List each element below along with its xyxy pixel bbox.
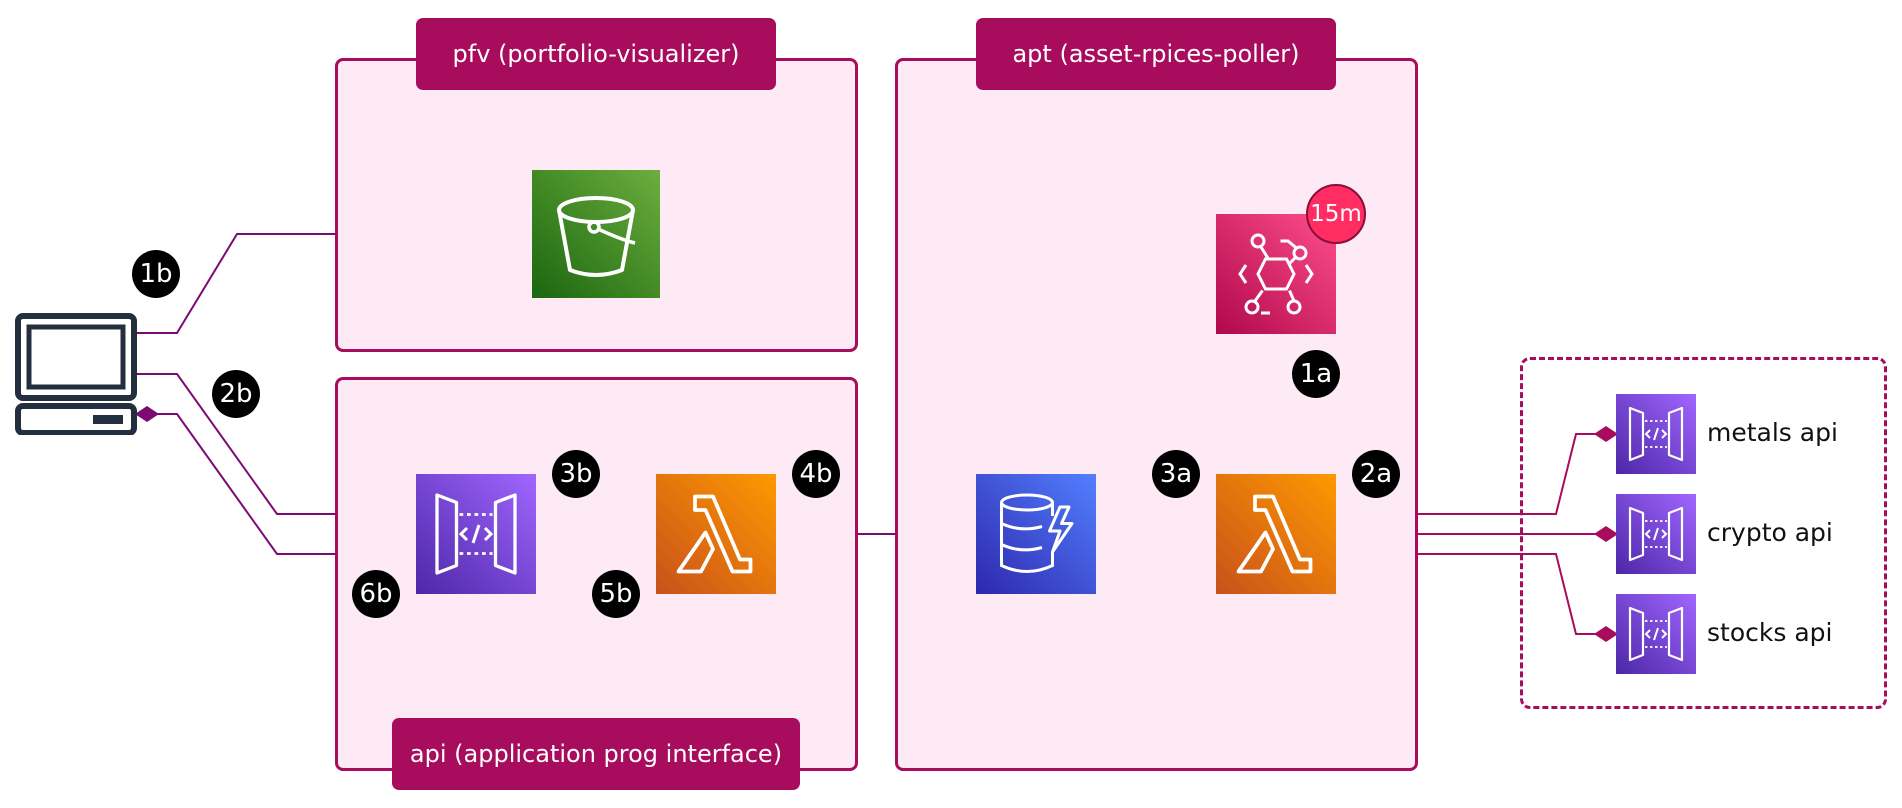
step-badge-5b: 5b — [592, 570, 640, 618]
step-badge-6b: 6b — [352, 570, 400, 618]
step-badge-4b: 4b — [792, 450, 840, 498]
group-external-apis — [1520, 357, 1887, 709]
group-apt-title: apt (asset-rpices-poller) — [976, 18, 1336, 90]
lambda-icon[interactable] — [1216, 474, 1336, 594]
metals-api-label: metals api — [1707, 418, 1838, 447]
edge-poller-to-metals — [1336, 426, 1618, 515]
api-gateway-icon[interactable] — [416, 474, 536, 594]
stocks-api-label: stocks api — [1707, 618, 1833, 647]
edge-poller-to-stocks — [1336, 553, 1618, 642]
group-api — [335, 377, 858, 771]
step-badge-3a: 3a — [1152, 450, 1200, 498]
api-gateway-icon[interactable] — [1616, 494, 1696, 574]
api-gateway-icon[interactable] — [1616, 394, 1696, 474]
lambda-icon[interactable] — [656, 474, 776, 594]
crypto-api-label: crypto api — [1707, 518, 1833, 547]
computer-icon[interactable] — [15, 313, 137, 435]
group-apt — [895, 58, 1418, 771]
step-badge-2b: 2b — [212, 370, 260, 418]
step-badge-3b: 3b — [552, 450, 600, 498]
api-gateway-icon[interactable] — [1616, 594, 1696, 674]
group-api-title: api (application prog interface) — [392, 718, 800, 790]
step-badge-1a: 1a — [1292, 350, 1340, 398]
s3-bucket-icon[interactable] — [532, 170, 660, 298]
step-badge-1b: 1b — [132, 250, 180, 298]
schedule-badge: 15m — [1306, 184, 1366, 244]
group-pfv-title: pfv (portfolio-visualizer) — [416, 18, 776, 90]
dynamodb-icon[interactable] — [976, 474, 1096, 594]
step-badge-2a: 2a — [1352, 450, 1400, 498]
